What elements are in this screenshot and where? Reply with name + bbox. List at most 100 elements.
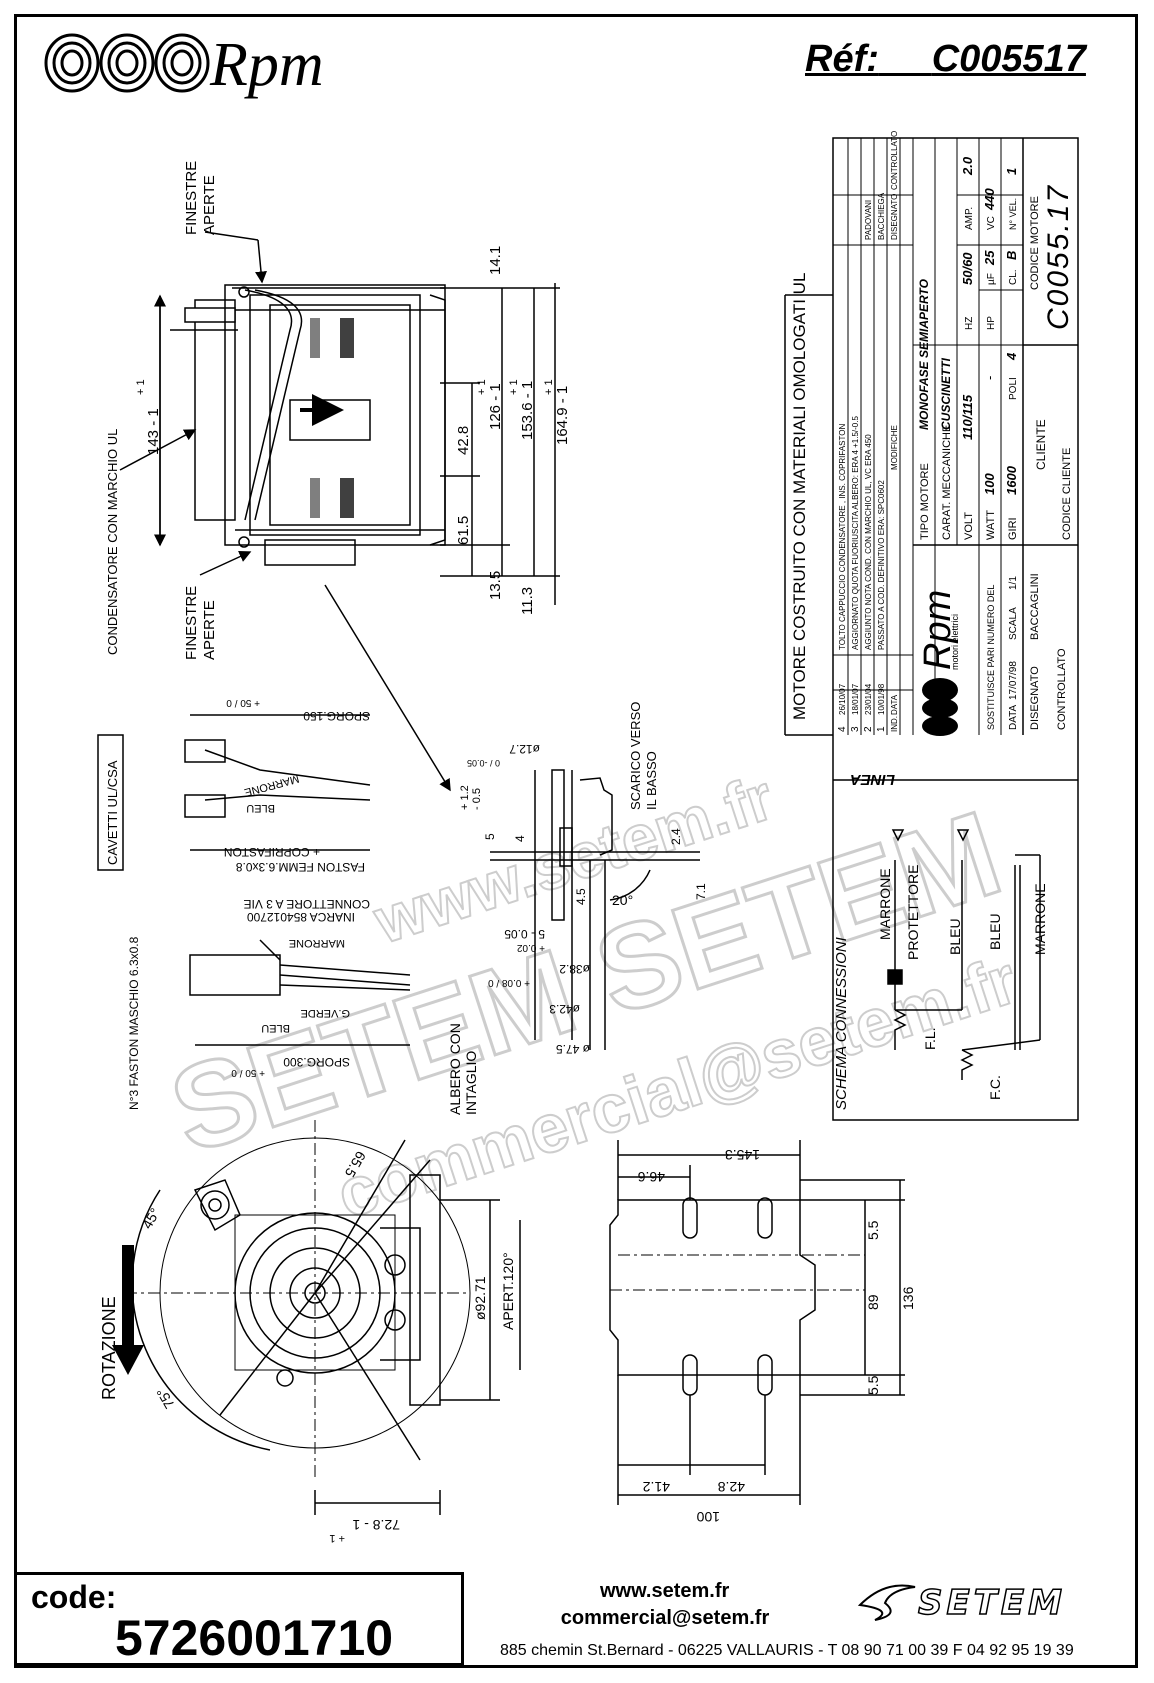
tol-1-2: + 1.2 bbox=[459, 785, 471, 810]
rev-4-text: TOLTO CAPPUCCIO CONDENSATORE , INS. COPR… bbox=[838, 424, 847, 650]
cable-bleu-b: BLEU bbox=[261, 1022, 290, 1034]
dim-143-tol: + 1 bbox=[135, 379, 147, 395]
cable-bleu: BLEU bbox=[246, 802, 275, 814]
dim-47-5: ø 47.5 bbox=[556, 1042, 590, 1056]
carat-label: CARAT. MECCANICHE bbox=[941, 425, 953, 540]
tipo-value: MONOFASE SEMIAPERTO bbox=[917, 278, 931, 430]
code-value: 5726001710 bbox=[115, 1610, 394, 1666]
footer-address: 885 chemin St.Bernard - 06225 VALLAURIS … bbox=[500, 1642, 1074, 1659]
dim-164-9: 164.9 - 1 bbox=[554, 386, 571, 445]
rev-header-drawn: DISEGNATO bbox=[890, 194, 899, 240]
sporg150-label: SPORG.150 bbox=[303, 709, 370, 723]
dim-100: 100 bbox=[696, 1509, 720, 1525]
spec-poli-k: POLI bbox=[1008, 377, 1019, 400]
side-view bbox=[119, 231, 560, 792]
rev-4-ind: 4 bbox=[837, 726, 848, 732]
scarico-1: SCARICO VERSO bbox=[628, 702, 643, 810]
dim-12-7: ø12.7 bbox=[509, 742, 540, 756]
spec-hz-k: HZ bbox=[964, 317, 975, 330]
dim-42-8: 42.8 bbox=[455, 426, 472, 455]
spec-uf-k: µF bbox=[986, 273, 997, 285]
cable-marrone: MARRONE bbox=[243, 772, 300, 798]
rev-2-by: PADOVANI bbox=[864, 200, 873, 240]
spec-vc-k: VC bbox=[986, 216, 997, 230]
rev-1-date: 10/01/98 bbox=[877, 683, 886, 715]
rev-2-ind: 2 bbox=[863, 726, 874, 732]
connettore: CONNETTORE A 3 VIE bbox=[244, 897, 370, 911]
spec-hp-k: HP bbox=[986, 316, 997, 330]
rotazione-label: ROTAZIONE bbox=[99, 1296, 119, 1400]
dim-11-3: 11.3 bbox=[519, 587, 536, 615]
rev-1-by: BACCHIEGA bbox=[877, 192, 886, 240]
spec-hp-v: - bbox=[982, 376, 997, 380]
label-capacitor: CONDENSATORE CON MARCHIO UL bbox=[105, 429, 120, 655]
controllato-label: CONTROLLATO bbox=[1056, 648, 1068, 730]
spec-cl-k: CL. bbox=[1008, 269, 1019, 285]
spec-giri-k: GIRI bbox=[1007, 517, 1019, 540]
tb-coil-logo bbox=[922, 678, 958, 736]
wiring-schema bbox=[887, 829, 1041, 1080]
brand-name: Rpm bbox=[210, 31, 324, 99]
label-windows-top-2: APERTE bbox=[201, 175, 218, 235]
footer-email[interactable]: commercial@setem.fr bbox=[560, 1607, 770, 1629]
sporg150-tol: + 50 / 0 bbox=[226, 697, 260, 708]
dim-5-5b: 5.5 bbox=[865, 1375, 881, 1395]
rev-2-date: 23/01/04 bbox=[864, 683, 873, 715]
tol-0-5: - 0.5 bbox=[471, 788, 483, 810]
dim-14-1: 14.1 bbox=[487, 246, 504, 275]
tipo-label: TIPO MOTORE bbox=[919, 463, 931, 540]
ref-value: C005517 bbox=[931, 38, 1086, 80]
cables-title: CAVETTI UL/CSA bbox=[105, 760, 120, 865]
dim-41-2: 41.2 bbox=[643, 1479, 670, 1495]
spec-vc-v: 440 bbox=[982, 188, 997, 211]
spec-nvel-k: N° VEL. bbox=[1008, 198, 1018, 230]
spec-poli-v: 4 bbox=[1004, 352, 1019, 361]
reference-block: Réf: C005517 bbox=[805, 38, 1086, 81]
spec-nvel-v: 1 bbox=[1004, 168, 1019, 175]
dim-143: 143 - 1 bbox=[145, 408, 162, 455]
side-view-labels: FINESTRE APERTE FINESTRE APERTE CONDENSA… bbox=[105, 161, 571, 660]
rotation-arrow bbox=[112, 1245, 144, 1375]
footer-website[interactable]: www.setem.fr bbox=[600, 1580, 730, 1602]
setem-logo: SETEM bbox=[917, 1582, 1066, 1624]
code-label: code: bbox=[31, 1579, 117, 1615]
spec-amp-k: AMP. bbox=[964, 207, 975, 230]
codice-cliente-label: CODICE CLIENTE bbox=[1061, 448, 1073, 540]
dim-92-71: ø92.71 bbox=[472, 1276, 488, 1320]
spec-watt-v: 100 bbox=[982, 473, 997, 495]
tb-brand-sub: motori elettrici bbox=[950, 614, 960, 670]
wiring-labels: SCHEMA CONNESSIONI LINEA MARRONE PROTETT… bbox=[833, 771, 1048, 1110]
angle-45: 45° bbox=[139, 1205, 163, 1231]
ref-label: Réf: bbox=[805, 38, 879, 80]
codice-motore-label: CODICE MOTORE bbox=[1029, 196, 1041, 290]
sporg300-tol: + 50 / 0 bbox=[231, 1067, 265, 1078]
dim-5b-tol: + 0.02 bbox=[516, 942, 545, 953]
dim-4: 4 bbox=[513, 835, 527, 842]
marrone1-label: MARRONE bbox=[877, 868, 893, 940]
albero-1: ALBERO CON bbox=[447, 1023, 463, 1115]
label-windows-bottom-1: FINESTRE bbox=[183, 586, 200, 660]
carat-value: CUSCINETTI bbox=[939, 357, 953, 430]
rev-header-ind: IND. bbox=[890, 716, 899, 732]
wiring-title: SCHEMA CONNESSIONI bbox=[833, 937, 850, 1110]
dim-72-8-tol: + 1 bbox=[329, 1532, 345, 1544]
spec-volt-v: 110/115 bbox=[960, 394, 975, 440]
dim-42-8b: 42.8 bbox=[718, 1479, 745, 1495]
faston-femm: FASTON FEMM.6.3x0.8 bbox=[236, 860, 365, 874]
marrone2-label: MARRONE bbox=[1032, 883, 1048, 955]
rev-header-mod: MODIFICHE bbox=[890, 425, 899, 470]
spec-volt-k: VOLT bbox=[963, 512, 975, 540]
cables-drawing bbox=[97, 714, 411, 1046]
bracket-labels: 145.3 46.6 5.5 5.5 89 136 41.2 42.8 100 bbox=[638, 1147, 916, 1525]
spec-hz-v: 50/60 bbox=[960, 252, 975, 285]
code-box: code: 5726001710 bbox=[14, 1572, 464, 1666]
rev-2-text: AGGIUNTO NOTA COND. CON MARCHIO UL, VC E… bbox=[864, 434, 873, 650]
bleu1-label: BLEU bbox=[947, 918, 963, 955]
spec-amp-v: 2.0 bbox=[960, 156, 975, 176]
title-block bbox=[784, 137, 1079, 1121]
rev-1-ind: 1 bbox=[876, 726, 887, 732]
coprifaston: + COPRIFASTON bbox=[224, 845, 320, 859]
dim-5b: 5 - 0.05 bbox=[504, 927, 545, 941]
dim-164-9-tol: + 1 bbox=[543, 379, 555, 395]
